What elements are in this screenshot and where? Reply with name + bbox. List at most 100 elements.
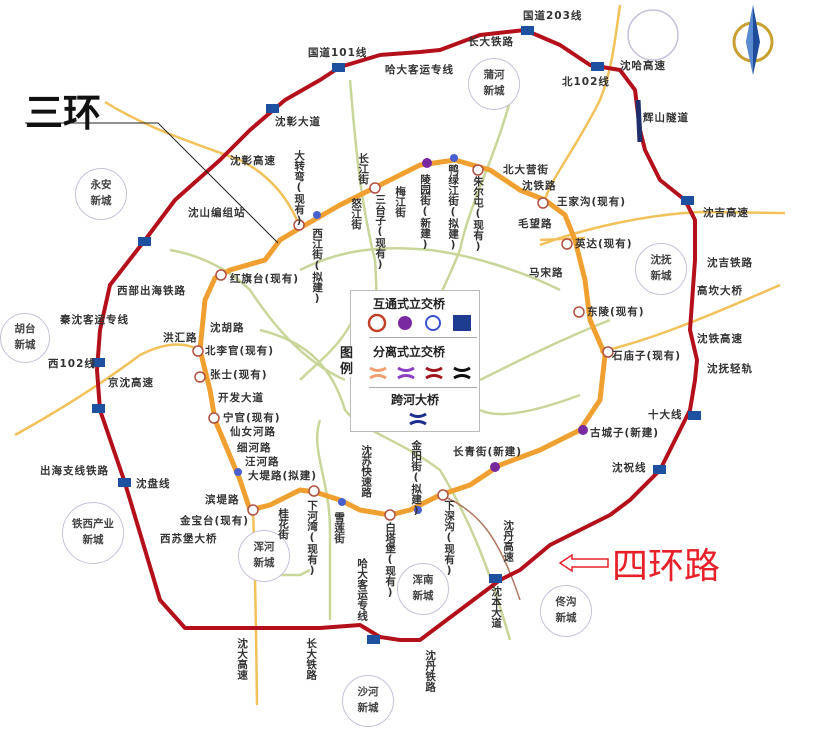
minor-road [315, 419, 332, 620]
ring-label: 沈丹铁路 [424, 650, 437, 692]
highway [439, 494, 521, 601]
town-label: 浑南新城 [412, 574, 434, 602]
ring-label: 滨堤路 [205, 494, 240, 506]
ring-label: 哈大客运专线 [356, 558, 369, 621]
blue-box-icon [118, 478, 131, 487]
ring-label: 沈丹高速 [502, 520, 515, 562]
ring-label: 高坎大桥 [697, 285, 743, 297]
legend-divider [369, 337, 477, 338]
ring-label: 金宝台(现有) [180, 515, 250, 527]
ring-label: 红旗台(现有) [230, 273, 300, 285]
blue-atom-icon [338, 498, 346, 506]
town-puhe: 蒲河新城 [468, 58, 520, 110]
highway [104, 100, 302, 229]
ring-label: 国道203线 [523, 10, 583, 22]
interchange-circle-icon [194, 371, 206, 383]
huishan-tunnel [635, 99, 643, 143]
ring-label: 马宋路 [529, 267, 564, 279]
blue-atom-icon [450, 154, 458, 162]
ring-label: 白塔堡(现有) [384, 522, 397, 599]
legend-divider [369, 387, 477, 388]
fourth-ring-title: 四环路 [612, 546, 721, 587]
ring-label: 大堤路(拟建) [248, 470, 318, 482]
arrow-left-icon [558, 553, 609, 573]
ring-label: 沈彰高速 [230, 155, 276, 167]
legend-river-bridge-label: 跨河大桥 [391, 393, 440, 407]
cloverleaf-circle-icon [367, 313, 387, 333]
third-ring-interchanges [192, 164, 614, 521]
ring-label: 下深沟(现有) [443, 500, 456, 577]
interchange-circle-icon [369, 182, 381, 194]
town-circle-empty [627, 9, 679, 61]
blue-box-icon [681, 196, 694, 205]
blue-atom-icon [234, 468, 242, 476]
blue-box-icon [92, 404, 105, 413]
ring-label: 洪汇路 [163, 332, 198, 344]
town-label: 沈抚新城 [650, 254, 672, 282]
highway [543, 4, 622, 201]
third-ring-pointer-line [25, 122, 279, 244]
ring-label: 细河路 [237, 442, 272, 454]
ring-label: 哈大客运专线 [385, 64, 454, 76]
ring-label: 辉山隧道 [643, 112, 689, 124]
ring-label: 沈吉铁路 [707, 257, 753, 269]
ring-label: 大转弯(现有) [293, 150, 306, 227]
compass-icon [732, 5, 774, 75]
minor-road [479, 318, 611, 382]
highway [539, 236, 586, 242]
town-hunnan: 浑南新城 [397, 563, 449, 615]
blue-box-icon [591, 62, 604, 71]
town-label: 佟沟新城 [555, 596, 577, 624]
ring-label: 沈哈高速 [620, 60, 666, 72]
town-yongan: 永安新城 [75, 168, 127, 220]
ring-label: 王家沟(现有) [557, 196, 627, 208]
minor-road [259, 328, 512, 641]
blue-box-icon [688, 411, 701, 420]
interchange-circle-icon [537, 197, 549, 209]
ring-label: 毛望路 [518, 218, 553, 230]
town-hutai: 胡台新城 [0, 313, 50, 363]
ring-label: 雪莲街 [333, 512, 346, 544]
interchange-circle-icon [602, 346, 614, 358]
ring-label: 桂花街 [277, 508, 290, 540]
black-bridge-icon [453, 366, 471, 380]
ring-label: 怒江街 [350, 198, 363, 230]
town-shenfu: 沈抚新城 [635, 243, 687, 295]
red-bridge-icon [425, 366, 443, 380]
highway [599, 283, 781, 354]
interchange-circle-icon [208, 412, 220, 424]
ring-label: 沈胡路 [210, 322, 245, 334]
ring-label: 出海支线铁路 [40, 465, 109, 477]
minor-road [299, 246, 561, 292]
interchange-circle-icon [192, 345, 204, 357]
ring-label: 长江街 [357, 153, 370, 185]
ring-label: 十大线 [648, 409, 683, 421]
ring-label: 西102线 [48, 358, 96, 370]
legend-interchange-label: 互通式立交桥 [373, 297, 446, 311]
ring-label: 沈铁路 [522, 180, 557, 192]
ring-label: 沈抚轻轨 [707, 363, 753, 375]
town-hunhe: 浑河新城 [238, 530, 290, 582]
ring-label: 张士(现有) [210, 369, 268, 381]
third-ring-flower-interchanges [234, 154, 588, 514]
ring-label: 沈大高速 [236, 638, 249, 680]
interchange-markers [92, 26, 701, 644]
blue-box-icon [138, 237, 151, 246]
town-tiexi: 铁西产业新城 [62, 502, 124, 564]
interchange-circle-icon [561, 238, 573, 250]
interchange-circle-icon [293, 219, 305, 231]
blue-box-icon [92, 358, 105, 367]
minor-road [169, 248, 346, 382]
ring-label: 北大营街 [503, 164, 549, 176]
town-shahe: 沙河新城 [342, 675, 394, 727]
purple-flower-icon [398, 316, 412, 330]
interchange-circle-icon [573, 306, 585, 318]
ring-label: 宁官(现有) [223, 412, 281, 424]
blue-box-icon [653, 465, 666, 474]
interchange-circle-icon [437, 489, 449, 501]
blue-box-icon [266, 104, 279, 113]
town-tonggou: 佟沟新城 [540, 585, 592, 637]
ring-label: 古城子(新建) [590, 427, 660, 439]
